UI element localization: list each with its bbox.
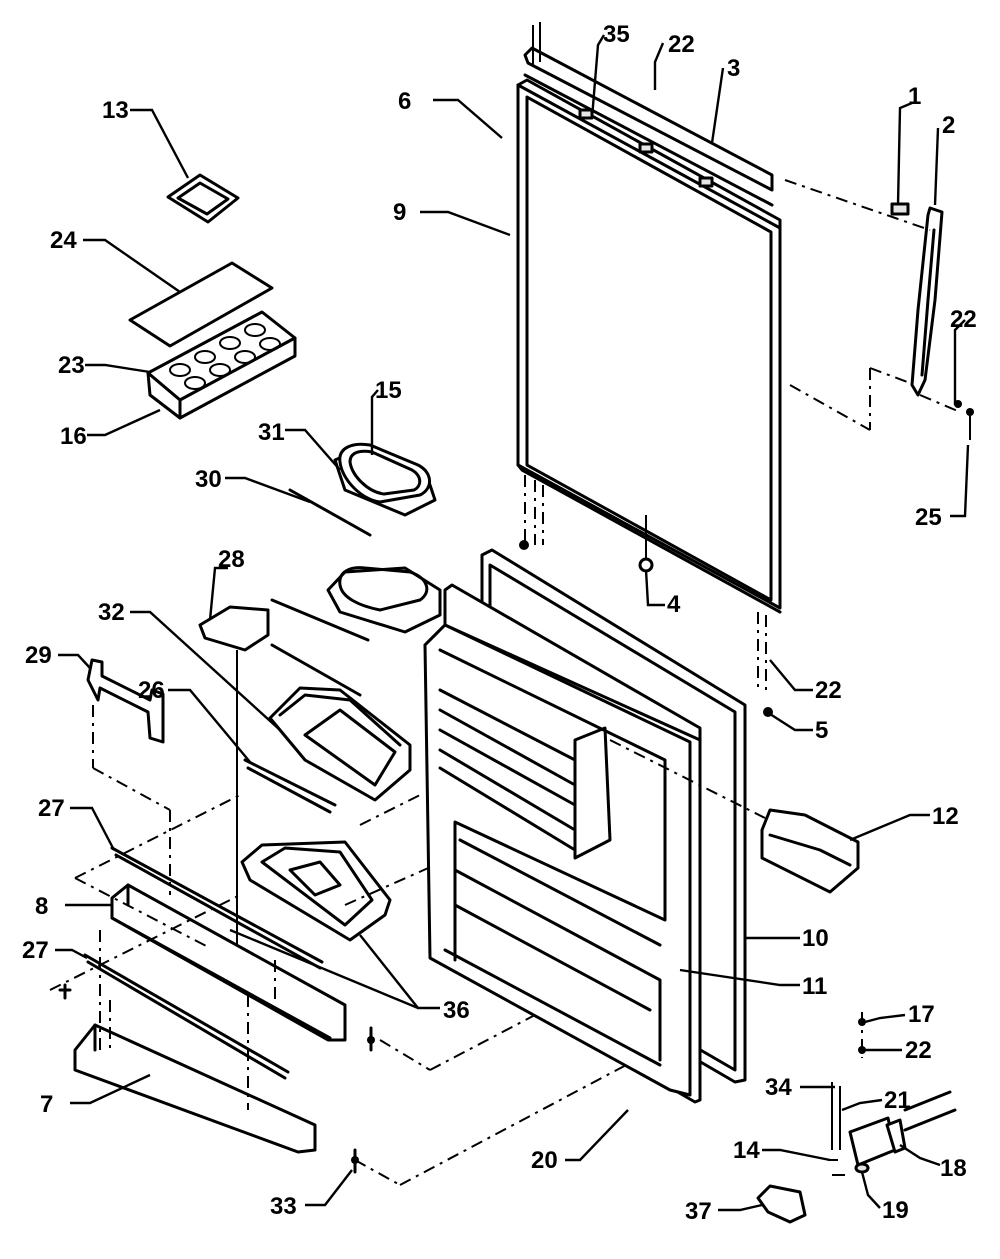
- callout-2: 2: [942, 112, 955, 139]
- callout-34: 34: [765, 1074, 792, 1101]
- callout-23: 23: [58, 352, 85, 379]
- ice-bin-cover: [166, 173, 240, 224]
- callout-labels: 1 2 3 4 5 6 7 8 9 10 11 12 13 14 15 16 1…: [22, 21, 977, 1225]
- callout-13: 13: [102, 97, 129, 124]
- callout-1: 1: [908, 83, 921, 110]
- callout-9: 9: [393, 199, 406, 226]
- callout-36: 36: [443, 997, 470, 1024]
- callout-29: 29: [25, 642, 52, 669]
- callout-22-mid: 22: [815, 677, 842, 704]
- butter-dish-lower: [326, 566, 442, 634]
- callout-25: 25: [915, 504, 942, 531]
- callout-4: 4: [667, 591, 681, 618]
- butter-dish-upper: [333, 442, 437, 517]
- callout-20: 20: [531, 1147, 558, 1174]
- door-liner: [423, 583, 702, 1104]
- callout-21: 21: [884, 1087, 911, 1114]
- shelf-screws: [351, 1026, 375, 1174]
- callout-27-lower: 27: [22, 937, 49, 964]
- bottom-shelf-7: [73, 1023, 317, 1154]
- callout-22-right: 22: [950, 306, 977, 333]
- leader-lines: [55, 34, 970, 1212]
- callout-27-upper: 27: [38, 795, 65, 822]
- callout-16: 16: [60, 423, 87, 450]
- module-12: [609, 739, 860, 894]
- callout-7: 7: [40, 1091, 53, 1118]
- callout-12: 12: [932, 803, 959, 830]
- dairy-door-28: [198, 605, 270, 950]
- door-panel: [516, 78, 782, 614]
- callout-33: 33: [270, 1193, 297, 1220]
- callout-14: 14: [733, 1137, 760, 1164]
- shelf-rails-27: [83, 846, 324, 1080]
- callout-19: 19: [882, 1197, 909, 1224]
- callout-30: 30: [195, 466, 222, 493]
- callout-18: 18: [940, 1155, 967, 1182]
- callout-32: 32: [98, 599, 125, 626]
- callout-35: 35: [603, 21, 630, 48]
- door-bottom-screws: [519, 475, 773, 717]
- door-bin-upper: [268, 686, 412, 802]
- callout-11: 11: [802, 973, 827, 1000]
- callout-15: 15: [375, 377, 402, 404]
- callout-6: 6: [398, 88, 411, 115]
- hinge-assembly: [756, 1012, 957, 1224]
- callout-3: 3: [727, 55, 740, 82]
- bracket-29: [86, 658, 171, 895]
- ice-tray: [146, 310, 297, 420]
- callout-28: 28: [218, 546, 245, 573]
- shelf-rail-upper: [270, 488, 372, 642]
- door-bin-lower: [240, 840, 392, 942]
- top-trim: [523, 22, 774, 207]
- bottom-shelf-8: [110, 883, 347, 1042]
- callout-10: 10: [802, 925, 829, 952]
- callout-22-top: 22: [668, 31, 695, 58]
- callout-24: 24: [50, 227, 77, 254]
- door-handle: [784, 179, 974, 440]
- ice-tray-cover: [128, 261, 274, 348]
- callout-8: 8: [35, 893, 48, 920]
- callout-31: 31: [258, 419, 285, 446]
- callout-37: 37: [685, 1198, 712, 1225]
- callout-17: 17: [908, 1001, 935, 1028]
- callout-26: 26: [138, 677, 165, 704]
- callout-22-lower: 22: [905, 1037, 932, 1064]
- door-bin-rail-26: [243, 643, 362, 814]
- callout-5: 5: [815, 717, 828, 744]
